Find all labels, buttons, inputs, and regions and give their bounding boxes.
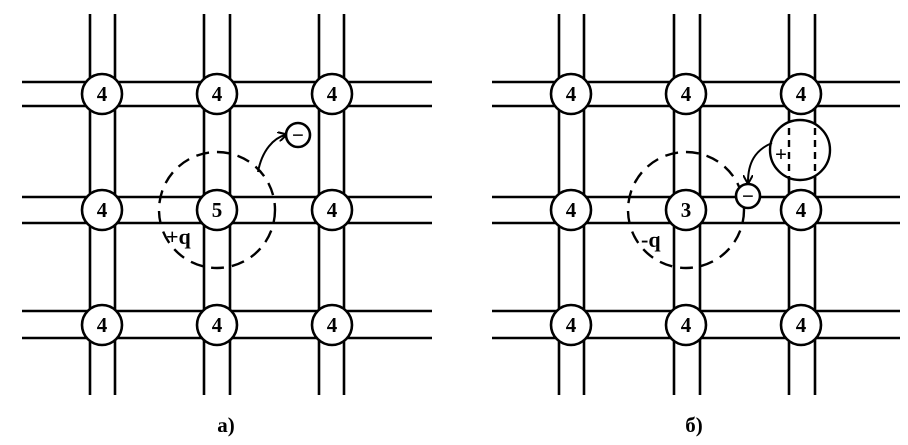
hole-symbol: + xyxy=(775,142,787,166)
panel-caption: а) xyxy=(217,413,235,437)
charge-label: +q xyxy=(166,224,192,249)
panel-b: 4 4 4 4 3 4 4 4 4 -q + − б) xyxy=(492,14,900,437)
atom: 4 xyxy=(549,303,593,347)
panel-caption: б) xyxy=(685,413,703,437)
atom: 4 xyxy=(310,188,354,232)
donor-atom: 5 xyxy=(195,188,239,232)
atom: 4 xyxy=(779,188,823,232)
atom-valence: 4 xyxy=(566,198,577,222)
atom-valence: 4 xyxy=(97,198,108,222)
atom-valence: 4 xyxy=(97,313,108,337)
atom-valence: 4 xyxy=(327,82,338,106)
electron-symbol: − xyxy=(742,184,754,208)
electron-icon: − xyxy=(284,121,312,149)
atom-valence: 4 xyxy=(327,198,338,222)
electron-icon: − xyxy=(734,182,762,210)
atom: 4 xyxy=(310,72,354,116)
acceptor-atom: 3 xyxy=(664,188,708,232)
atom-valence: 4 xyxy=(796,198,807,222)
charge-region-dashed-circle xyxy=(157,150,277,270)
atom-valence: 4 xyxy=(212,313,223,337)
atom: 4 xyxy=(195,72,239,116)
electron-symbol: − xyxy=(292,123,304,147)
atom: 4 xyxy=(664,303,708,347)
charge-region-dashed-circle xyxy=(626,150,746,270)
atom-valence: 5 xyxy=(212,198,223,222)
charge-label: -q xyxy=(641,227,661,252)
atom: 4 xyxy=(664,72,708,116)
atom: 4 xyxy=(779,72,823,116)
atom-valence: 4 xyxy=(327,313,338,337)
atom: 4 xyxy=(195,303,239,347)
electron-capture-arrow xyxy=(748,142,773,182)
atom-valence: 4 xyxy=(566,313,577,337)
panel-a: 4 4 4 4 5 4 4 4 4 +q − а) xyxy=(22,14,432,437)
atom-valence: 4 xyxy=(796,313,807,337)
atom: 4 xyxy=(80,303,124,347)
atom-valence: 4 xyxy=(796,82,807,106)
atom-valence: 4 xyxy=(566,82,577,106)
electron-path-arrow xyxy=(257,135,285,173)
atom: 4 xyxy=(549,188,593,232)
atom: 4 xyxy=(80,72,124,116)
atom: 4 xyxy=(80,188,124,232)
atom: 4 xyxy=(310,303,354,347)
atom: 4 xyxy=(549,72,593,116)
atom-valence: 4 xyxy=(681,313,692,337)
atom-valence: 4 xyxy=(681,82,692,106)
atom-valence: 4 xyxy=(212,82,223,106)
atom-valence: 3 xyxy=(681,198,692,222)
atom: 4 xyxy=(779,303,823,347)
atom-valence: 4 xyxy=(97,82,108,106)
